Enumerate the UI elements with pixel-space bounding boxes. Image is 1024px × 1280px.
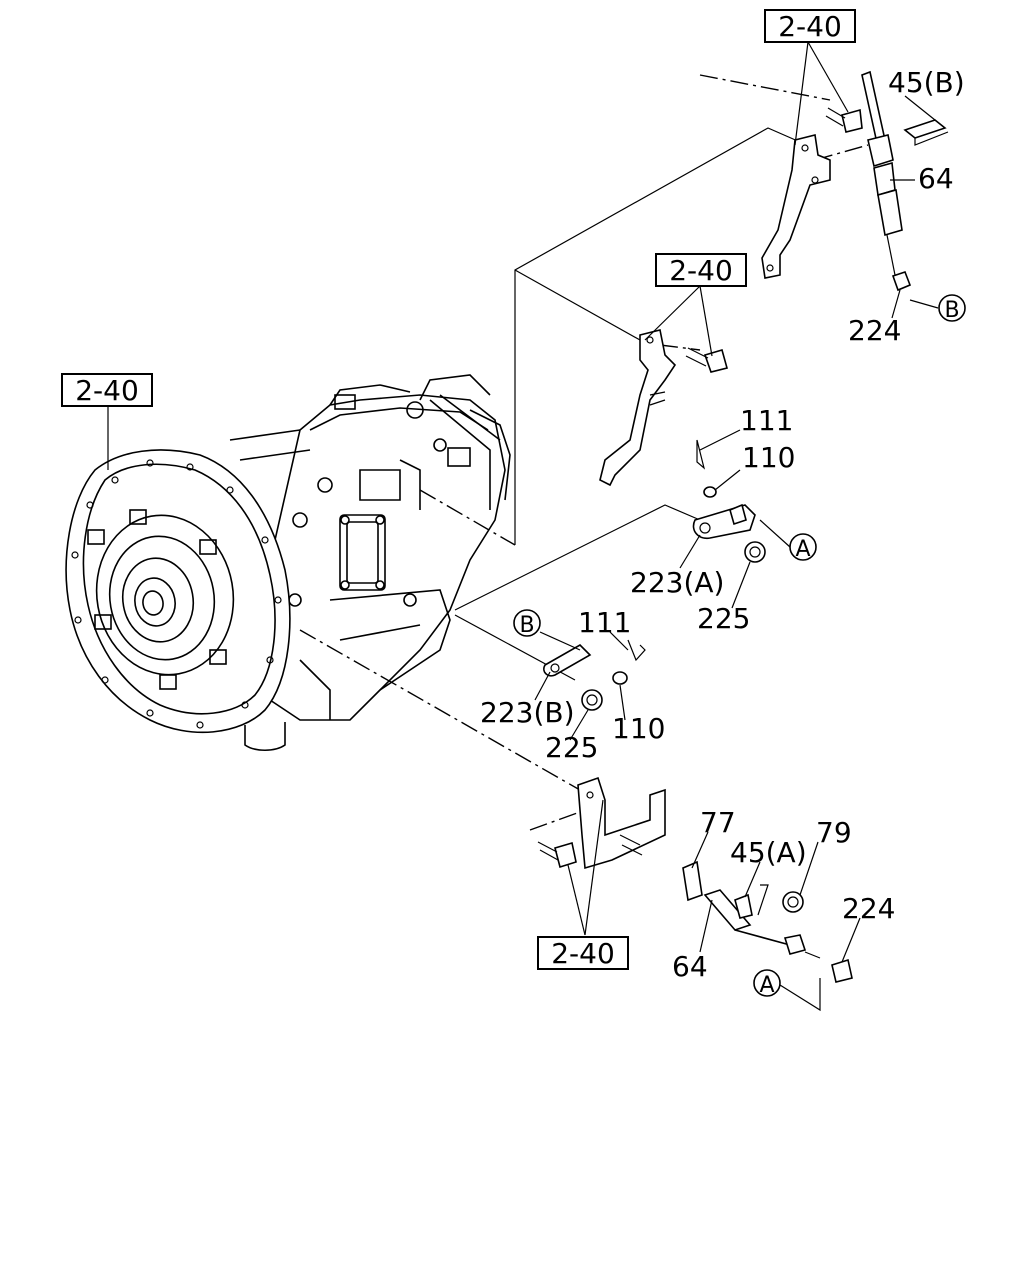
- reference-label: 2-40: [551, 937, 615, 970]
- part-label-110: 110: [612, 712, 665, 745]
- upper-bracket-group: [761, 70, 949, 292]
- part-label-223a: 223(A): [630, 566, 724, 599]
- marker-letter: B: [519, 613, 534, 638]
- part-label-64: 64: [918, 162, 954, 195]
- part-label-223b: 223(B): [480, 696, 575, 729]
- part-label-45b: 45(B): [888, 66, 965, 99]
- reference-box-middle: 2-40: [655, 253, 747, 287]
- part-label-64: 64: [672, 950, 708, 983]
- transmission-assembly: [65, 374, 511, 752]
- reference-label: 2-40: [669, 254, 733, 287]
- part-label-111: 111: [740, 404, 793, 437]
- lower-bracket-group: [537, 776, 853, 1012]
- part-label-79: 79: [816, 816, 852, 849]
- reference-label: 2-40: [75, 374, 139, 407]
- part-labels: 45(B) 64 224 111 110 223(A) 225 111 223(…: [480, 66, 965, 983]
- marker-letter: A: [759, 973, 774, 998]
- part-label-224: 224: [842, 892, 895, 925]
- part-label-110: 110: [742, 441, 795, 474]
- reference-box-top: 2-40: [764, 9, 856, 43]
- marker-a-bottom: A: [753, 969, 781, 998]
- reference-label: 2-40: [778, 10, 842, 43]
- part-label-111: 111: [578, 606, 631, 639]
- part-label-45a: 45(A): [730, 836, 807, 869]
- marker-a-middle: A: [789, 533, 817, 562]
- marker-b-top: B: [938, 294, 966, 323]
- middle-bracket-group: [599, 329, 728, 487]
- marker-letter: A: [795, 537, 810, 562]
- part-label-225: 225: [697, 602, 750, 635]
- callout-leaders: [107, 41, 939, 963]
- reference-box-left: 2-40: [61, 373, 153, 407]
- reference-box-bottom: 2-40: [537, 936, 629, 970]
- marker-letter: B: [944, 298, 959, 323]
- marker-b-middle: B: [513, 609, 541, 638]
- link-a-group: [692, 439, 766, 563]
- part-label-77: 77: [700, 806, 736, 839]
- part-label-224: 224: [848, 314, 901, 347]
- part-label-225: 225: [545, 731, 598, 764]
